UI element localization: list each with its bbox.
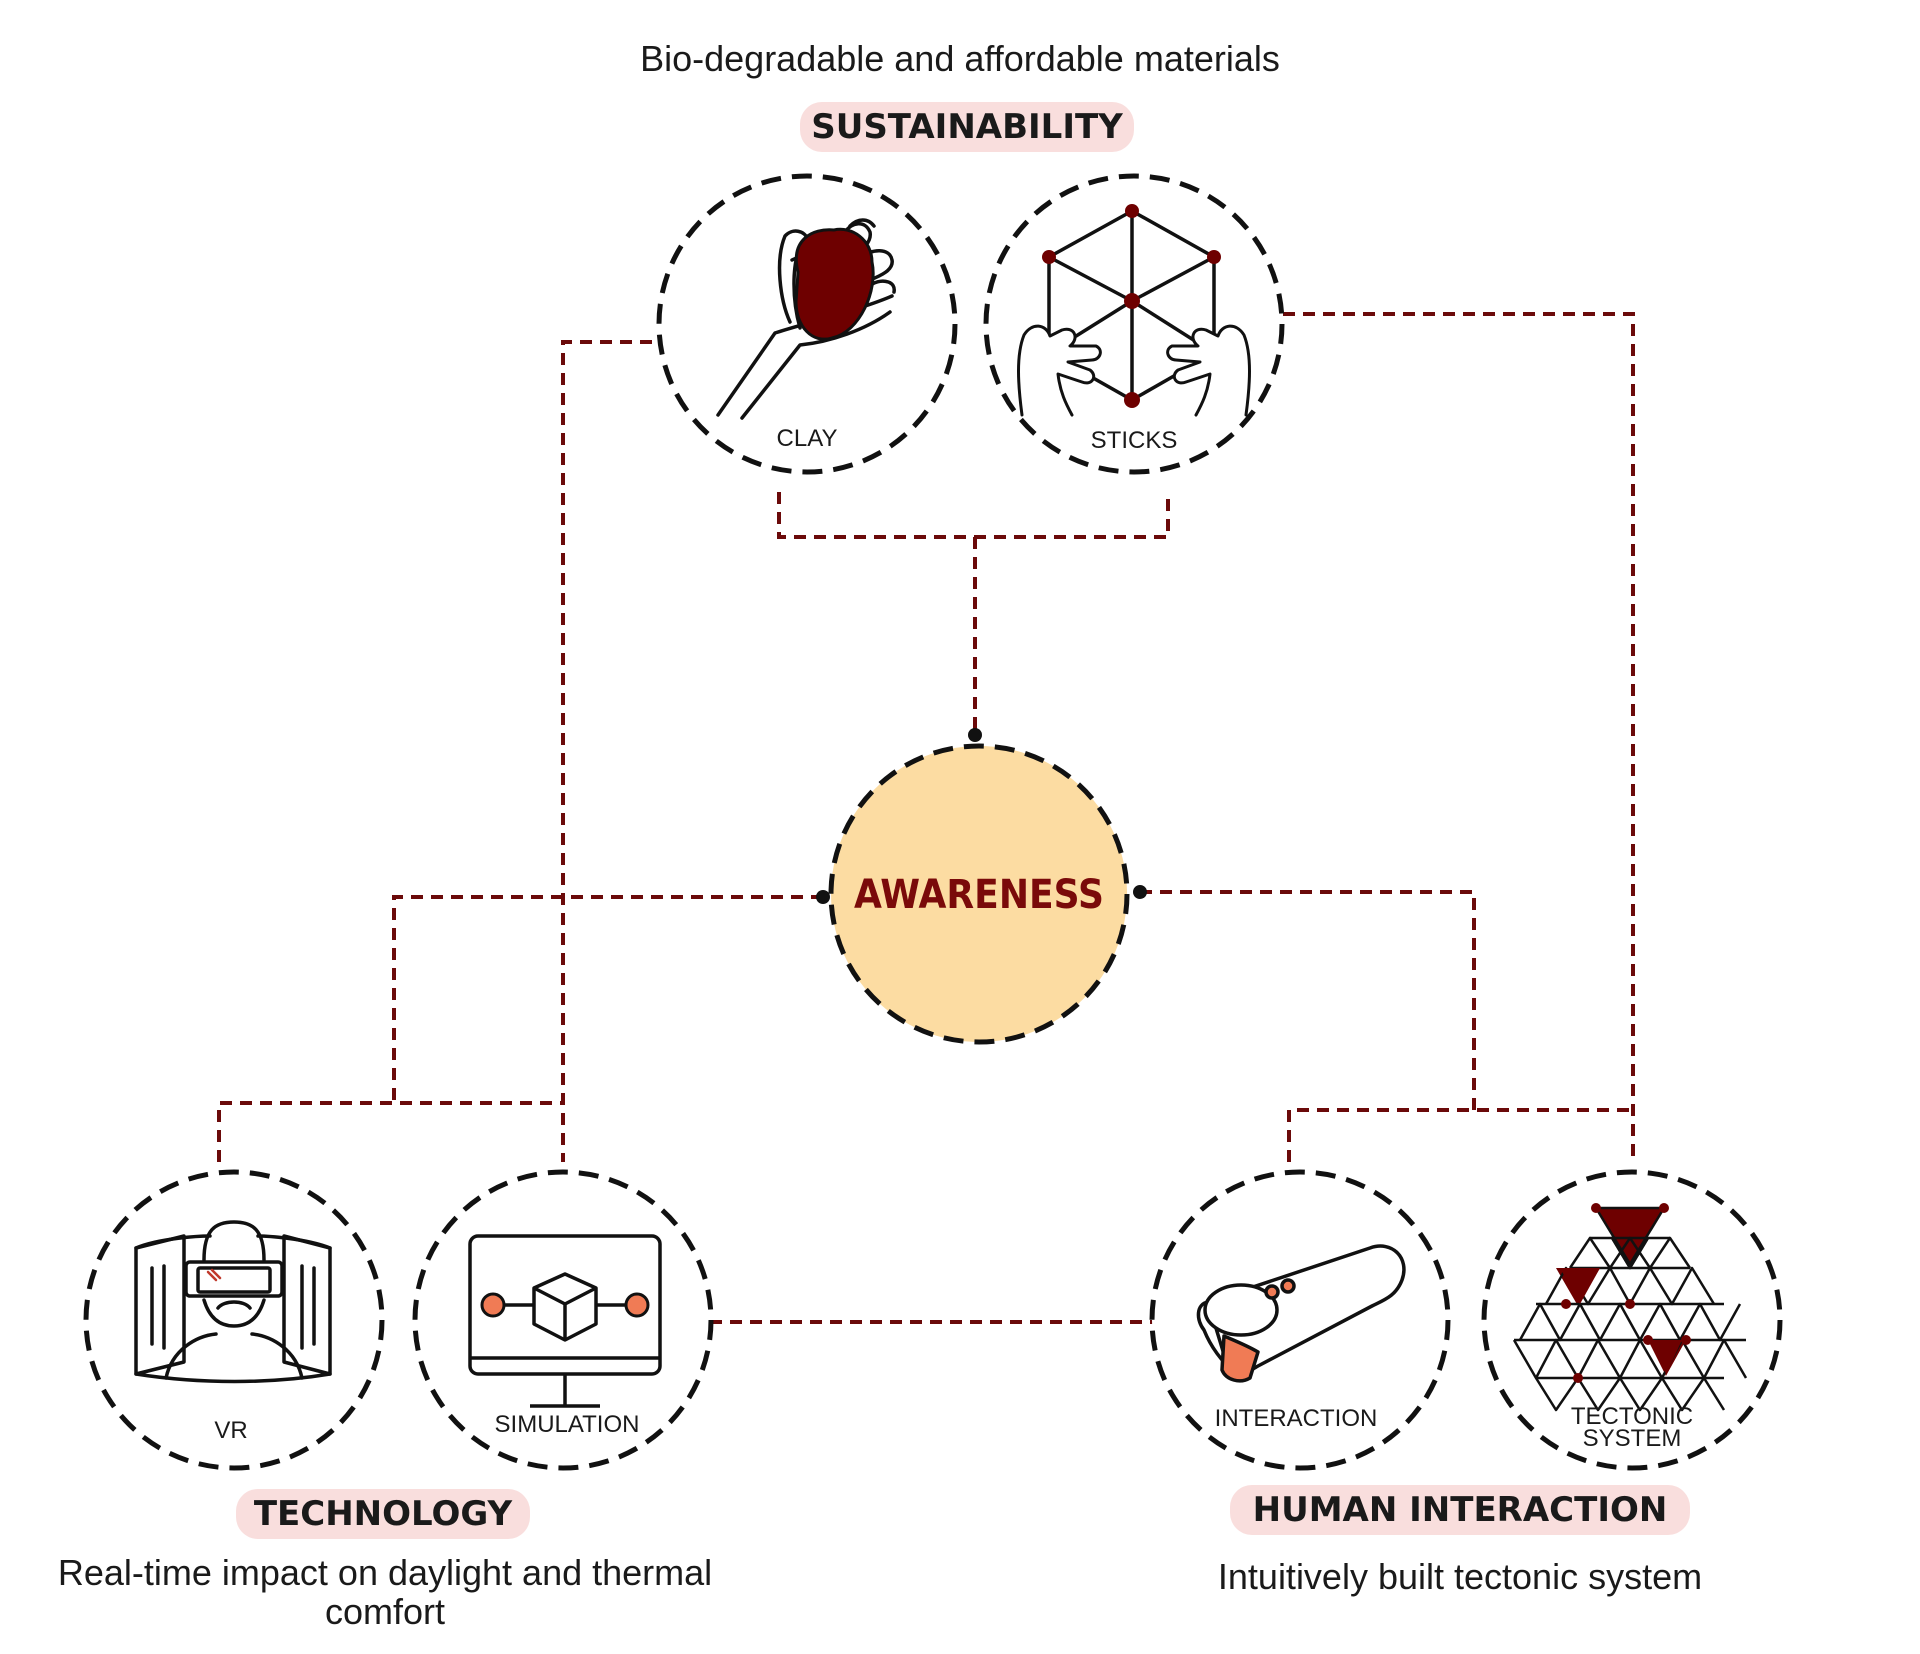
clay-blob [794,227,875,341]
triangle-grid-icon [1512,1203,1748,1412]
tectonic-label-line2: SYSTEM [1583,1425,1682,1452]
connector-awareness-to-technology [392,895,823,1103]
human-interaction-description: Intuitively built tectonic system [1217,1556,1703,1597]
technology-description-line2: comfort [324,1590,446,1632]
connector-clay-to-simulation [561,340,652,1162]
sustainability-heading-text: SUSTAINABILITY [811,107,1123,147]
connector-dots [816,728,1147,904]
technology-description-line1: Real-time impact on daylight and thermal [57,1552,713,1593]
connector-awareness-to-human [1140,890,1476,1110]
vr-headset-user-icon [134,1220,332,1384]
technology-description: Real-time impact on daylight and thermal… [0,1552,770,1632]
connector-dot-right [1133,885,1147,899]
clay-label: CLAY [777,425,838,452]
tectonic-node-ring [1481,1169,1783,1471]
vr-label: VR [214,1417,247,1444]
simulation-label: SIMULATION [495,1411,640,1438]
simulation-monitor-icon [468,1234,662,1408]
connector-dot-left [816,890,830,904]
connectors [217,312,1635,1324]
connector-sustainability-bracket [777,492,1170,539]
sustainability-description: Bio-degradable and affordable materials [640,38,1280,79]
awareness-label: AWARENESS [854,872,1104,918]
tectonic-label-line1: TECTONIC [1571,1403,1693,1430]
sticks-label: STICKS [1091,427,1178,454]
connector-human-bracket [1287,1108,1633,1162]
human-interaction-heading-text: HUMAN INTERACTION [1252,1490,1668,1530]
connector-technology-bracket [217,1101,563,1162]
human-interaction-heading: HUMAN INTERACTION [1230,1485,1690,1535]
technology-heading-text: TECHNOLOGY [253,1494,513,1534]
interaction-label: INTERACTION [1215,1405,1378,1432]
handheld-controller-icon [1196,1244,1406,1383]
technology-heading: TECHNOLOGY [236,1489,530,1539]
awareness-node: AWARENESS [828,743,1130,1045]
connector-sticks-to-tectonic [1283,312,1635,1162]
stick-cube-icon [1017,204,1251,417]
sustainability-heading: SUSTAINABILITY [800,102,1134,152]
vr-node-ring [83,1169,385,1471]
connector-dot-top [968,728,982,742]
